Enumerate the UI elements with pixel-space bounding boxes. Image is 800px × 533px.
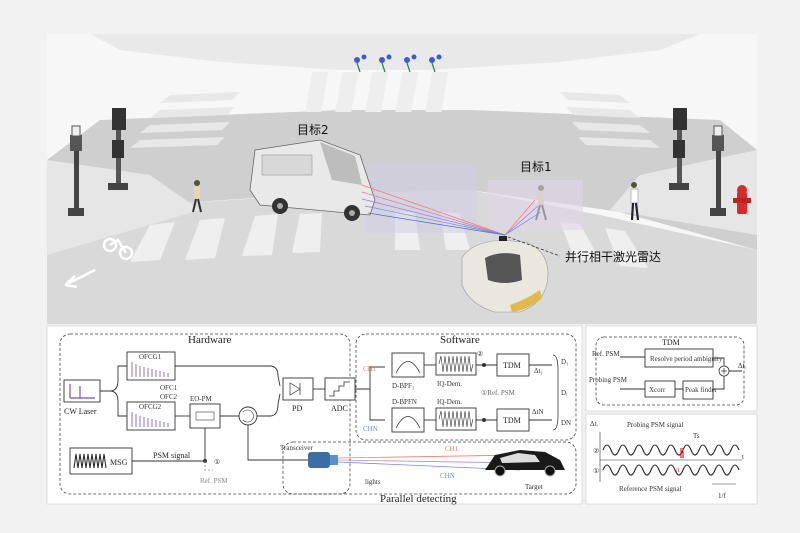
- hw-ref-psm-label: Ref. PSM: [200, 477, 228, 485]
- sw-ch1: CH1: [363, 365, 377, 373]
- fire-hydrant-icon: [733, 185, 751, 214]
- period-label: 1/f: [718, 492, 726, 500]
- target-label: Target: [525, 483, 543, 491]
- van-target2-icon: [249, 139, 376, 221]
- pd-label: PD: [292, 404, 302, 413]
- cw-laser-label: CW Laser: [64, 407, 97, 416]
- msg-label: MSG: [110, 458, 128, 467]
- detect-chn: CHN: [440, 472, 455, 480]
- psm-circle-two: ②: [593, 447, 599, 455]
- pedestrian-left-icon: [192, 180, 202, 213]
- hardware-title: Hardware: [188, 334, 231, 346]
- probing-psm-label: Probing PSM signal: [627, 421, 683, 429]
- dtn-label: ΔtN: [532, 408, 544, 416]
- lidar-car-icon: [461, 236, 549, 313]
- target2-label: 目标2: [297, 123, 329, 137]
- di-label: Dᵢ: [561, 389, 568, 397]
- tdm-probing-psm: Probing PSM: [589, 376, 628, 384]
- psm-circle-one: ①: [593, 467, 599, 475]
- tdmn-label: TDM: [503, 416, 521, 425]
- lights-label: lights: [365, 478, 381, 486]
- target-car-icon: [485, 450, 565, 477]
- iqn-label: IQ-Dem.: [437, 398, 462, 406]
- dt1-label: Δt₁: [534, 367, 543, 375]
- probing-wave: [602, 444, 740, 456]
- traffic-light-right-icon: [669, 108, 689, 190]
- d1-label: D₁: [561, 358, 569, 366]
- eopm-box: [189, 403, 221, 429]
- street-scene: 目标2 目标1 并行相干激光雷达: [47, 34, 757, 324]
- psm-signal-panel: Δtᵢ Probing PSM signal Ts ② ① t π Refere…: [585, 413, 758, 505]
- eopm-label: EO-PM: [190, 395, 213, 403]
- adc-label: ADC: [331, 404, 348, 413]
- laser-beams: [361, 184, 542, 236]
- dbpfn-label: D-BPFN: [392, 398, 417, 406]
- ofc1-label: OFC1: [160, 384, 178, 392]
- system-diagram: Hardware Software Parallel detecting CW …: [46, 325, 583, 505]
- tdm-panel: TDM Ref. PSM Probing PSM Resolve period …: [585, 325, 758, 412]
- sw-chn: CHN: [363, 425, 378, 433]
- target1-region: [488, 180, 583, 230]
- tdm-ref-psm: Ref. PSM: [592, 350, 620, 358]
- comb1-icon: [131, 362, 169, 377]
- hardware-group: [59, 333, 351, 495]
- tdm1-label: TDM: [503, 361, 521, 370]
- software-title: Software: [440, 334, 480, 346]
- ofc2-label: OFC2: [160, 393, 178, 401]
- target1-label: 目标1: [520, 160, 552, 174]
- psm-signal-label: PSM signal: [153, 451, 191, 460]
- reference-wave: [602, 464, 740, 476]
- traffic-light-left-icon: [108, 108, 128, 190]
- detect-ch1: CH1: [445, 445, 459, 453]
- lidar-label: 并行相干激光雷达: [565, 250, 661, 264]
- reference-psm-label: Reference PSM signal: [619, 485, 682, 493]
- peak-label: Peak finder: [685, 386, 718, 394]
- dn-label: DN: [561, 419, 571, 427]
- transceiver-label: Transceiver: [280, 444, 313, 452]
- detect-group: [282, 441, 577, 495]
- pd-box: [282, 377, 314, 401]
- dbpfn-box: [391, 407, 425, 433]
- flowers-icon: [354, 54, 442, 73]
- street-lamp-left-icon: [68, 125, 84, 216]
- psm-dti: Δtᵢ: [590, 420, 598, 428]
- xcorr-label: Xcorr: [649, 386, 666, 394]
- pedestrian-right-icon: [630, 182, 640, 221]
- ofcg1-label: OFCG1: [139, 353, 162, 361]
- iq1-label: IQ-Dem.: [437, 380, 462, 388]
- pi-label: π: [676, 466, 680, 474]
- sw-ref-psm: ①Ref. PSM: [481, 389, 516, 397]
- circulator-icon: [238, 406, 258, 426]
- tdm-panel-title: TDM: [662, 338, 680, 347]
- hw-circle-one: ①: [214, 458, 220, 466]
- dbpf1-label: D-BPF₁: [392, 382, 414, 390]
- comb2-icon: [131, 412, 169, 427]
- sw-circle-two: ②: [477, 350, 483, 358]
- tdm-dti: Δtᵢ: [738, 362, 746, 370]
- peak-box: [682, 380, 714, 400]
- resolve-label: Resolve period ambiguity: [650, 355, 723, 363]
- transceiver-icon: [308, 452, 338, 468]
- dbpf1-box: [391, 352, 425, 378]
- detect-title: Parallel detecting: [380, 493, 457, 505]
- adc-box: [324, 377, 356, 401]
- ts-label: Ts: [693, 432, 700, 440]
- bike-lane-icon: [64, 237, 134, 289]
- software-group: [355, 333, 577, 441]
- ofcg2-box: [126, 401, 176, 431]
- street-lamp-right-icon: [710, 125, 726, 216]
- psm-t-label: t: [742, 453, 744, 461]
- ofcg2-label: OFCG2: [139, 403, 162, 411]
